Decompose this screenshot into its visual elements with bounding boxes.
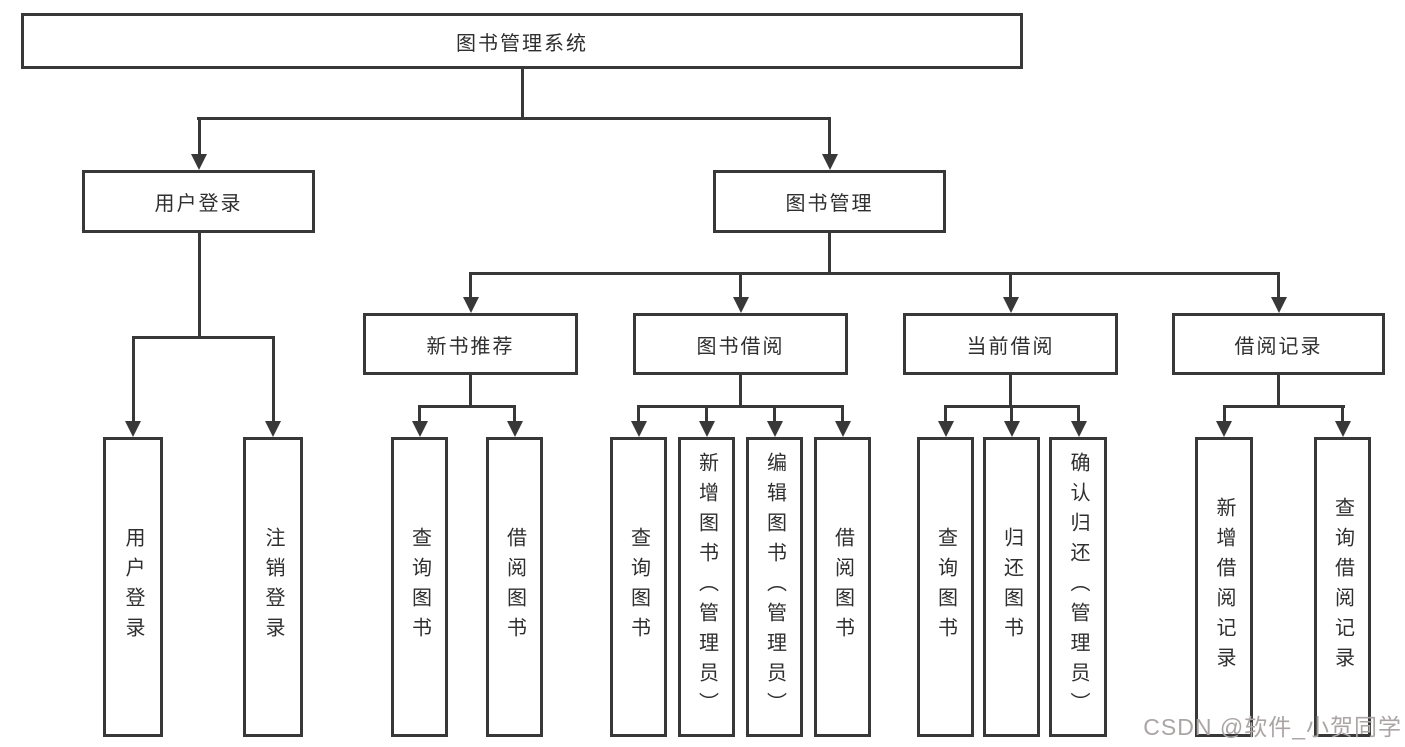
connector-hbar xyxy=(418,405,516,408)
node-label: 查询图书 xyxy=(627,527,650,647)
connector-stem xyxy=(131,336,135,421)
arrowhead-icon xyxy=(411,421,428,437)
node-label: 用户登录 xyxy=(122,527,144,647)
arrowhead-icon xyxy=(698,421,715,437)
node-label: 新书推荐 xyxy=(426,335,515,358)
arrowhead-icon xyxy=(265,421,281,437)
arrowhead-icon xyxy=(1002,297,1019,313)
arrowhead-icon xyxy=(1270,297,1287,313)
node-borrow-records: 借阅记录 xyxy=(1172,313,1385,375)
node-label: 新增借阅记录 xyxy=(1213,497,1235,677)
connector-hbar xyxy=(1222,405,1345,408)
arrowhead-icon xyxy=(834,421,851,437)
connector-stem xyxy=(469,375,472,405)
node-label: 当前借阅 xyxy=(966,335,1055,358)
connector-stem xyxy=(271,336,275,421)
node-label: 借阅图书 xyxy=(503,527,526,647)
connector-stem xyxy=(418,405,421,421)
node-library-system: 图书管理系统 xyxy=(21,13,1023,69)
leaf-query-books-recommend: 查询图书 xyxy=(391,437,448,737)
arrowhead-icon xyxy=(462,297,479,313)
node-label: 确认归还（管理员） xyxy=(1067,452,1089,722)
leaf-add-borrow-record: 新增借阅记录 xyxy=(1195,437,1253,737)
connector-stem xyxy=(637,405,640,421)
node-label: 归还图书 xyxy=(1000,527,1023,647)
connector-root-drop xyxy=(520,69,524,117)
connector-stem xyxy=(739,272,742,298)
node-new-book-recommend: 新书推荐 xyxy=(363,313,578,375)
leaf-query-borrow-record: 查询借阅记录 xyxy=(1314,437,1371,737)
arrowhead-icon xyxy=(506,421,523,437)
connector-userlogin-drop xyxy=(197,233,201,336)
node-label: 用户登录 xyxy=(154,193,243,215)
connector-bookmgmt-hbar xyxy=(469,272,1280,275)
leaf-query-books-current: 查询图书 xyxy=(917,437,974,737)
connector-stem xyxy=(1009,375,1012,405)
node-label: 注销登录 xyxy=(262,527,284,647)
arrowhead-icon xyxy=(125,421,141,437)
arrowhead-icon xyxy=(1216,421,1232,437)
leaf-query-books-borrow: 查询图书 xyxy=(610,437,667,737)
node-label: 借阅图书 xyxy=(831,527,854,647)
leaf-edit-books-admin: 编辑图书（管理员） xyxy=(746,437,803,737)
arrowhead-icon xyxy=(1070,421,1087,437)
node-label: 查询图书 xyxy=(408,527,431,647)
connector-stem xyxy=(773,405,776,421)
connector-stem xyxy=(197,117,201,155)
leaf-logout: 注销登录 xyxy=(243,437,303,737)
leaf-add-books-admin: 新增图书（管理员） xyxy=(678,437,735,737)
arrowhead-icon xyxy=(191,154,207,170)
node-user-login: 用户登录 xyxy=(82,170,315,233)
connector-stem xyxy=(739,375,742,405)
arrowhead-icon xyxy=(630,421,647,437)
arrowhead-icon xyxy=(766,421,783,437)
leaf-confirm-return-admin: 确认归还（管理员） xyxy=(1049,437,1107,737)
connector-stem xyxy=(1341,405,1344,421)
connector-bookmgmt-drop xyxy=(828,233,831,272)
connector-hbar xyxy=(637,405,844,408)
connector-stem xyxy=(841,405,844,421)
connector-stem xyxy=(828,117,831,155)
arrowhead-icon xyxy=(1334,421,1351,437)
arrowhead-icon xyxy=(1003,421,1020,437)
arrowhead-icon xyxy=(937,421,954,437)
connector-stem xyxy=(1010,405,1013,421)
connector-stem xyxy=(469,272,472,298)
arrowhead-icon xyxy=(821,154,838,170)
connector-stem xyxy=(1077,405,1080,421)
connector-stem xyxy=(1009,272,1012,298)
connector-root-hbar xyxy=(197,117,831,120)
connector-stem xyxy=(513,405,516,421)
leaf-borrow-books-recommend: 借阅图书 xyxy=(486,437,543,737)
node-label: 图书管理系统 xyxy=(456,32,588,55)
node-label: 图书借阅 xyxy=(696,335,785,358)
leaf-borrow-books: 借阅图书 xyxy=(814,437,871,737)
node-label: 查询借阅记录 xyxy=(1331,497,1354,677)
node-label: 新增图书（管理员） xyxy=(695,452,718,722)
connector-stem xyxy=(705,405,708,421)
node-label: 查询图书 xyxy=(934,527,957,647)
csdn-watermark: CSDN @软件_小贺同学 xyxy=(1143,714,1402,740)
node-current-borrow: 当前借阅 xyxy=(903,313,1118,375)
node-label: 借阅记录 xyxy=(1234,335,1323,358)
connector-stem xyxy=(944,405,947,421)
connector-stem xyxy=(1277,375,1280,405)
leaf-return-books: 归还图书 xyxy=(983,437,1040,737)
node-book-management: 图书管理 xyxy=(713,170,946,233)
leaf-user-login: 用户登录 xyxy=(103,437,163,737)
node-book-borrow: 图书借阅 xyxy=(633,313,848,375)
node-label: 图书管理 xyxy=(785,193,874,215)
connector-userlogin-hbar xyxy=(131,336,275,339)
connector-stem xyxy=(1277,272,1280,298)
connector-stem xyxy=(1222,405,1226,421)
arrowhead-icon xyxy=(732,297,749,313)
node-label: 编辑图书（管理员） xyxy=(763,452,786,722)
